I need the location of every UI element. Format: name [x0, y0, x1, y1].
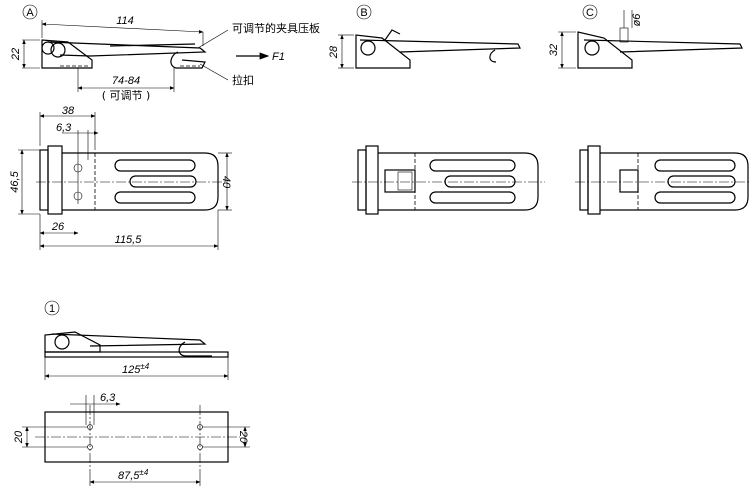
dim-74-84: 74-84	[112, 75, 140, 87]
dim-46-5: 46,5	[9, 170, 21, 192]
dim-115-5: 115,5	[115, 234, 143, 246]
dim-20-right: 20	[237, 430, 249, 444]
view-c-label: C	[586, 7, 594, 19]
view-1: 1 125±4 6,3 20 20 87,5±4	[13, 300, 250, 486]
callout-hook: 拉扣	[232, 73, 254, 87]
dim-diameter-6: ø6	[631, 13, 643, 27]
dim-26: 26	[51, 221, 65, 233]
dim-6-3-holes: 6,3	[100, 392, 116, 404]
callout-clamp-plate: 可调节的夹具压板	[232, 21, 320, 35]
force-f1: F1	[272, 51, 285, 63]
dim-28: 28	[328, 45, 340, 59]
dim-114: 114	[116, 15, 134, 27]
dim-32: 32	[548, 44, 560, 56]
dim-38: 38	[62, 105, 75, 117]
dim-87-5: 87,5±4	[118, 468, 149, 482]
view-1-label: 1	[49, 303, 55, 315]
dim-125: 125±4	[122, 362, 150, 376]
view-b-label: B	[360, 7, 367, 19]
dim-22: 22	[10, 48, 22, 61]
range-note: ( 可调节 )	[102, 89, 151, 102]
dim-40: 40	[220, 176, 232, 189]
dim-20-left: 20	[13, 430, 25, 444]
view-label-circle	[22, 4, 38, 20]
view-a-side: A 114 22 74-84 ( 可调节 ) 可调节的夹具压板 F1 拉扣	[10, 4, 320, 102]
dim-6-3: 6,3	[56, 122, 72, 134]
view-a-label: A	[26, 7, 34, 19]
view-a-plan: 38 6,3 46,5 40 26 115,5	[9, 105, 232, 250]
view-b: B 28	[328, 4, 545, 215]
view-c: C ø6 32	[548, 4, 750, 215]
